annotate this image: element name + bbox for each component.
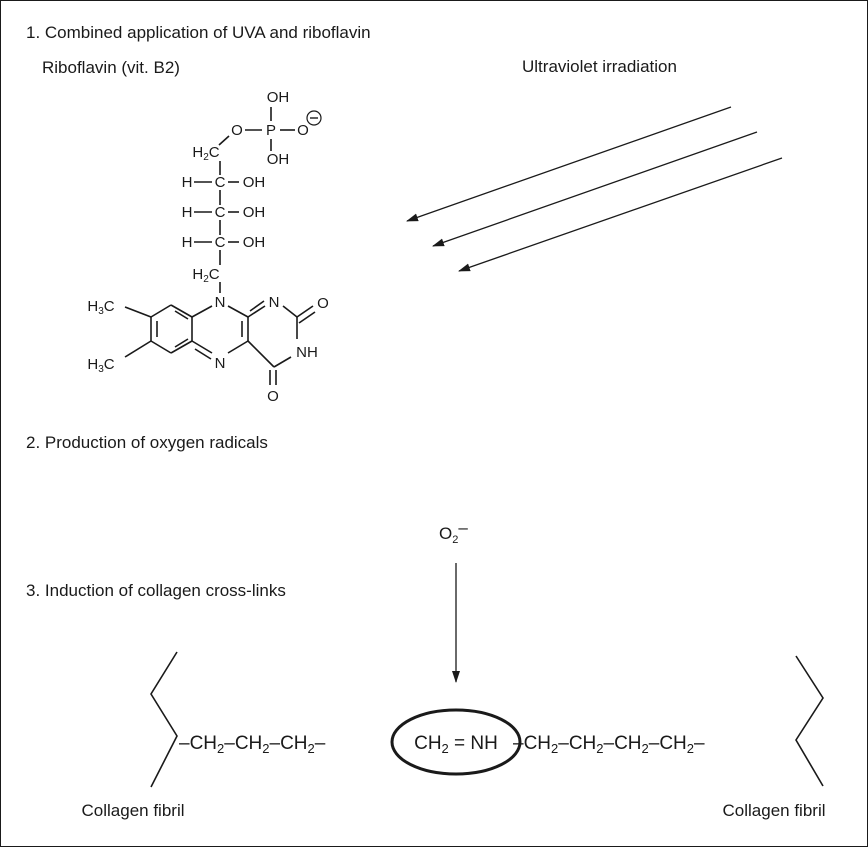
- atom-c1: C: [215, 174, 226, 191]
- atom-n1: N: [269, 294, 280, 311]
- atom-oh1: OH: [243, 174, 266, 191]
- atom-phosphorus: P: [266, 122, 276, 139]
- step-2-heading: 2. Production of oxygen radicals: [26, 433, 268, 452]
- uv-arrow-3: [458, 157, 783, 272]
- uv-arrow-2: [432, 131, 758, 247]
- atom-c3: C: [215, 234, 226, 251]
- atom-h1: H: [182, 174, 193, 191]
- atom-o2: O: [317, 295, 329, 312]
- left-fibril-bracket: [150, 651, 178, 788]
- crosslink-structure: –CH2–CH2–CH2– CH2 = NH –CH2–CH2–CH2–CH2–…: [82, 651, 826, 820]
- atom-oh-top: OH: [267, 89, 290, 106]
- atom-n10: N: [215, 294, 226, 311]
- negative-charge-icon: [306, 110, 322, 126]
- left-chain: –CH2–CH2–CH2–: [179, 733, 326, 756]
- riboflavin-structure: OH O P O OH H2C H C OH H C OH: [87, 89, 328, 405]
- superoxide-label: O2–: [439, 518, 468, 546]
- atom-h3: H: [182, 234, 193, 251]
- right-fibril-label: Collagen fibril: [723, 801, 826, 820]
- right-fibril-bracket: [795, 655, 824, 787]
- atom-oh3: OH: [243, 234, 266, 251]
- crosslink-highlight: CH2 = NH: [414, 733, 498, 756]
- atom-o4: O: [267, 388, 279, 405]
- atom-oh2: OH: [243, 204, 266, 221]
- atom-nh: NH: [296, 344, 318, 361]
- right-chain: –CH2–CH2–CH2–CH2–: [513, 733, 705, 756]
- atom-n5: N: [215, 355, 226, 372]
- uv-label: Ultraviolet irradiation: [522, 57, 677, 76]
- left-fibril-label: Collagen fibril: [82, 801, 185, 820]
- atom-o-ester: O: [231, 122, 243, 139]
- uv-arrow-1: [406, 106, 732, 222]
- step-3-heading: 3. Induction of collagen cross-links: [26, 581, 286, 600]
- atom-o-right: O: [297, 122, 309, 139]
- atom-methyl-2: H3C: [87, 356, 114, 375]
- atom-ch2-bottom: H2C: [192, 266, 219, 285]
- atom-h2: H: [182, 204, 193, 221]
- atom-c2: C: [215, 204, 226, 221]
- uv-arrows: [406, 106, 783, 272]
- atom-ch2-top: H2C: [192, 144, 219, 163]
- atom-oh-bottom: OH: [267, 151, 290, 168]
- riboflavin-label: Riboflavin (vit. B2): [42, 58, 180, 77]
- step-1-heading: 1. Combined application of UVA and ribof…: [26, 23, 371, 42]
- crosslink-circle: [390, 708, 522, 776]
- atom-methyl-1: H3C: [87, 298, 114, 317]
